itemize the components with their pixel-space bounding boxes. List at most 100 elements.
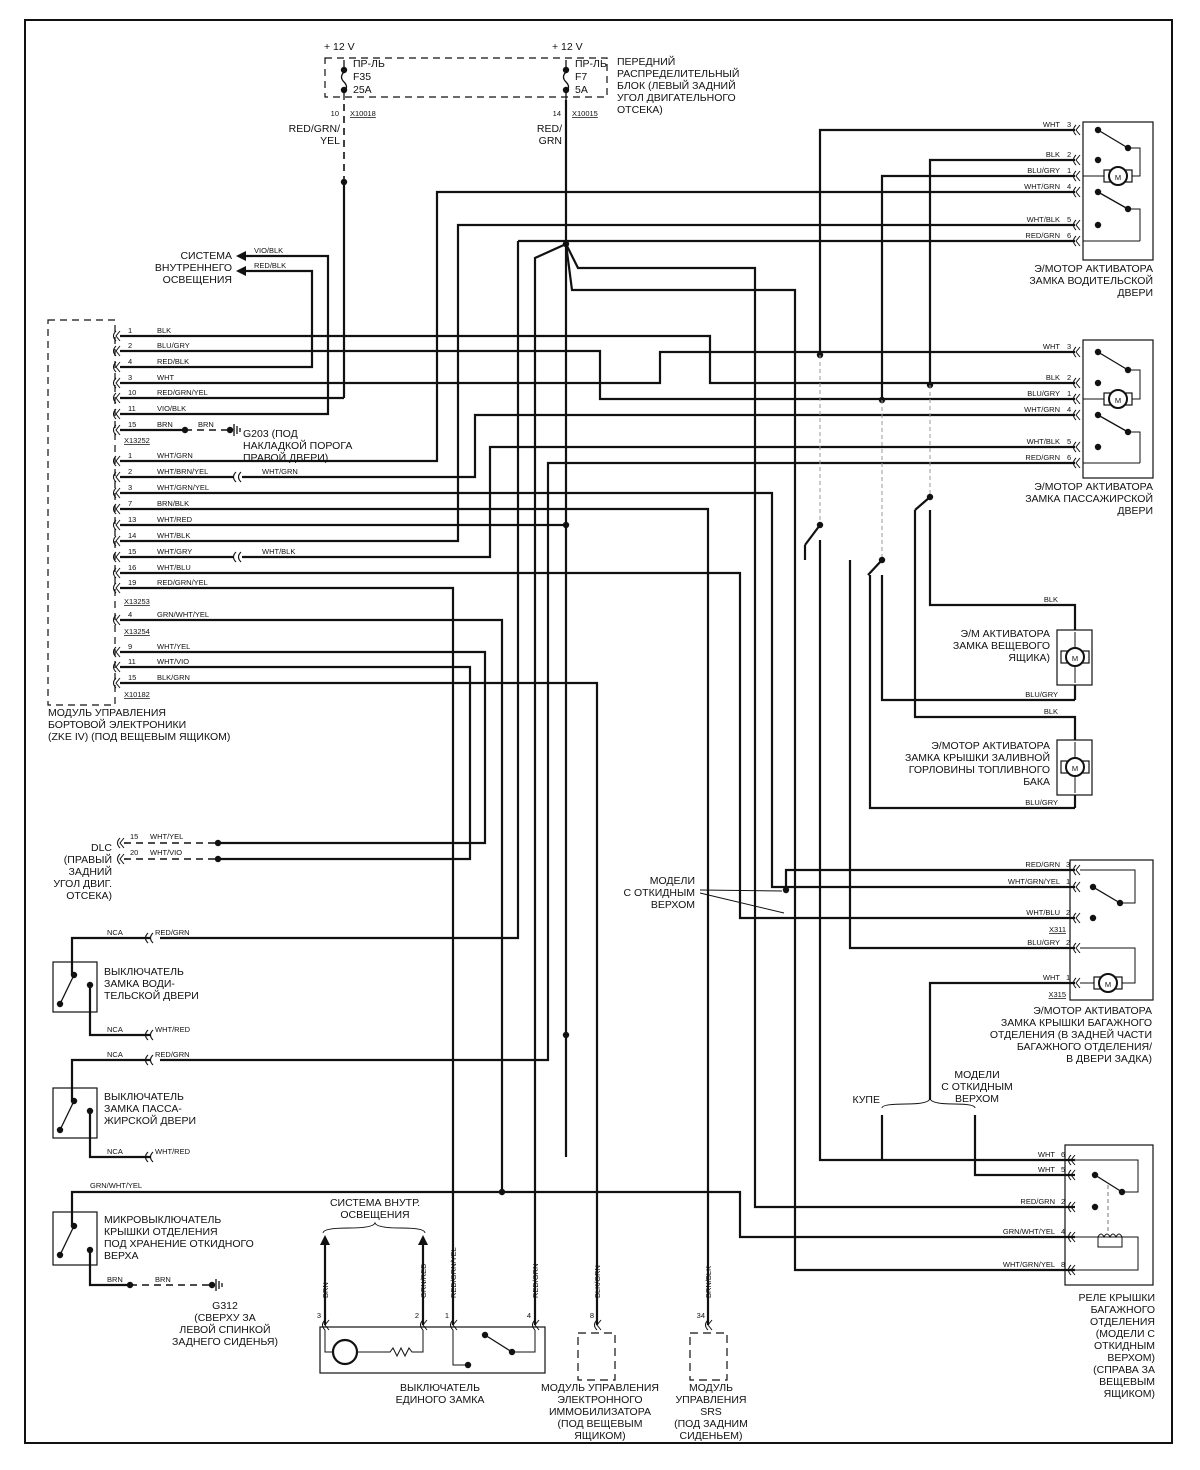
terminal-label: NCA	[107, 1025, 123, 1034]
pin-number: 1	[1067, 389, 1071, 398]
zke-wire-color: BRN/BLK	[157, 499, 189, 508]
passenger-door-switch-box	[52, 1087, 98, 1139]
wire-color: WHT/GRN	[262, 467, 298, 476]
central-switch-contact	[484, 1334, 513, 1353]
interior-lighting-label: ОСВЕЩЕНИЯ	[340, 1209, 409, 1221]
connector-icon	[1068, 1231, 1076, 1243]
zke-pin-connector	[113, 614, 121, 626]
wire-color: VIO/BLK	[254, 246, 283, 255]
wire-color: GRN/RED	[419, 1263, 428, 1298]
passenger-door-motor-switch	[1097, 414, 1129, 433]
wire	[160, 461, 1075, 1062]
wire-color: BLK	[1046, 150, 1060, 159]
trunk-lid-motor-label: ОТДЕЛЕНИЯ (В ЗАДНЕЙ ЧАСТИ	[990, 1028, 1152, 1041]
wire-color: WHT	[1038, 1150, 1055, 1159]
trunk-motor-switch	[1092, 886, 1121, 904]
pin-number: 4	[1067, 182, 1071, 191]
trunk-relay-box	[1064, 1144, 1154, 1286]
trunk-relay-label: (СПРАВА ЗА	[1093, 1364, 1155, 1376]
pin-number: 3	[1066, 860, 1070, 869]
trunk-relay-switch	[1094, 1174, 1123, 1193]
splice-dot	[1094, 443, 1102, 451]
splice-dot	[498, 1188, 506, 1196]
convertible-label: С ОТКИДНЫМ	[941, 1081, 1012, 1093]
connector-id: X13254	[124, 627, 150, 636]
wire	[120, 254, 330, 416]
convertible-models-note: С ОТКИДНЫМ	[624, 887, 695, 899]
wire-color: RED/GRN	[155, 928, 190, 937]
zke-wire-color: BRN	[157, 420, 173, 429]
connector-icon	[117, 837, 125, 849]
convertible-models-note: МОДЕЛИ	[650, 875, 695, 887]
zke-pin-connector	[113, 646, 121, 658]
pin-number: 8	[590, 1311, 594, 1320]
arrow-up-icon	[418, 1235, 428, 1245]
passenger-door-switch-contact	[59, 1100, 75, 1131]
wire	[818, 540, 1075, 1162]
connector-id: X10182	[124, 690, 150, 699]
zke-wire-color: BLK	[157, 326, 171, 335]
wire-color: GRN	[539, 135, 562, 147]
wire	[88, 1250, 130, 1287]
zke-module-box	[47, 319, 116, 706]
wire-color: WHT/GRN/YEL	[1003, 1260, 1055, 1269]
wire	[928, 510, 1077, 630]
zke-wire-color: WHT/YEL	[157, 642, 190, 651]
fuse-terminal	[562, 86, 570, 94]
zke-wire-color: RED/GRN/YEL	[157, 578, 208, 587]
zke-wire-color: WHT/GRN/YEL	[157, 483, 209, 492]
zke-wire-color: BLU/GRY	[157, 341, 190, 350]
zke-wire-color: VIO/BLK	[157, 404, 186, 413]
interior-lighting-label: ВНУТРЕННЕГО	[155, 262, 232, 274]
wire-color: WHT	[1043, 120, 1060, 129]
driver-door-switch-label: ЗАМКА ВОДИ-	[104, 978, 175, 990]
motor-pin-connector	[1073, 393, 1081, 405]
driver-door-motor-icon	[1108, 166, 1128, 186]
wire-color: WHT/RED	[155, 1025, 191, 1034]
zke-pin-connector	[113, 377, 121, 389]
zke-pin-number: 15	[128, 547, 136, 556]
wire-color: RED/	[537, 123, 562, 135]
driver-door-switch-label: ТЕЛЬСКОЙ ДВЕРИ	[104, 989, 199, 1002]
passenger-door-motor-internal	[1083, 369, 1141, 464]
srs-module-label: УПРАВЛЕНИЯ	[675, 1394, 746, 1406]
central-lock-switch-box	[319, 1326, 546, 1374]
fuel-flap-motor-label: ГОРЛОВИНЫ ТОПЛИВНОГО	[909, 764, 1050, 776]
zke-pin-connector	[113, 503, 121, 515]
connector-icon	[1073, 942, 1081, 954]
driver-door-motor-switch	[1097, 129, 1129, 149]
driver-door-motor-switch	[1097, 191, 1129, 210]
trunk-relay-label: (МОДЕЛИ С	[1096, 1328, 1156, 1340]
pin-number: 1	[1066, 877, 1070, 886]
fuse-label: F7	[575, 71, 587, 83]
wire-color: WHT/BLU	[1026, 908, 1060, 917]
trunk-relay-label: БАГАЖНОГО	[1091, 1304, 1155, 1316]
wire	[868, 575, 1075, 810]
wire-color: BLU/GRY	[1027, 389, 1060, 398]
arrow-icon	[236, 251, 246, 261]
connector-id: X10015	[572, 109, 598, 118]
pin-number: 2	[1066, 908, 1070, 917]
terminal-label: NCA	[107, 928, 123, 937]
driver-door-switch-label: ВЫКЛЮЧАТЕЛЬ	[104, 966, 184, 978]
central-lock-switch-label: ЕДИНОГО ЗАМКА	[396, 1394, 485, 1406]
wire	[120, 349, 1075, 401]
trunk-relay-label: ЯЩИКОМ)	[1104, 1388, 1155, 1400]
relay-coil-icon	[1075, 1159, 1139, 1271]
fuse-icon	[562, 60, 570, 100]
wire-color: WHT/BLK	[262, 547, 295, 556]
fuse-label: ПР-ЛЬ	[353, 58, 385, 70]
wire-color: RED/GRN/	[289, 123, 340, 135]
splice-dot	[782, 886, 790, 894]
zke-wire-color: BLK/GRN	[157, 673, 190, 682]
zke-pin-connector	[113, 661, 121, 673]
dlc-label: (ПРАВЫЙ	[64, 853, 112, 866]
connector-icon	[532, 1319, 540, 1331]
inline-connector-icon	[232, 551, 242, 563]
ground-g203-label: G203 (ПОД	[243, 428, 298, 440]
wire-color: WHT/VIO	[150, 848, 182, 857]
pin-number: 15	[130, 832, 138, 841]
trunk-motor-internal	[1080, 869, 1136, 984]
splice-dot	[208, 1281, 216, 1289]
coupe-label: КУПЕ	[853, 1094, 880, 1106]
